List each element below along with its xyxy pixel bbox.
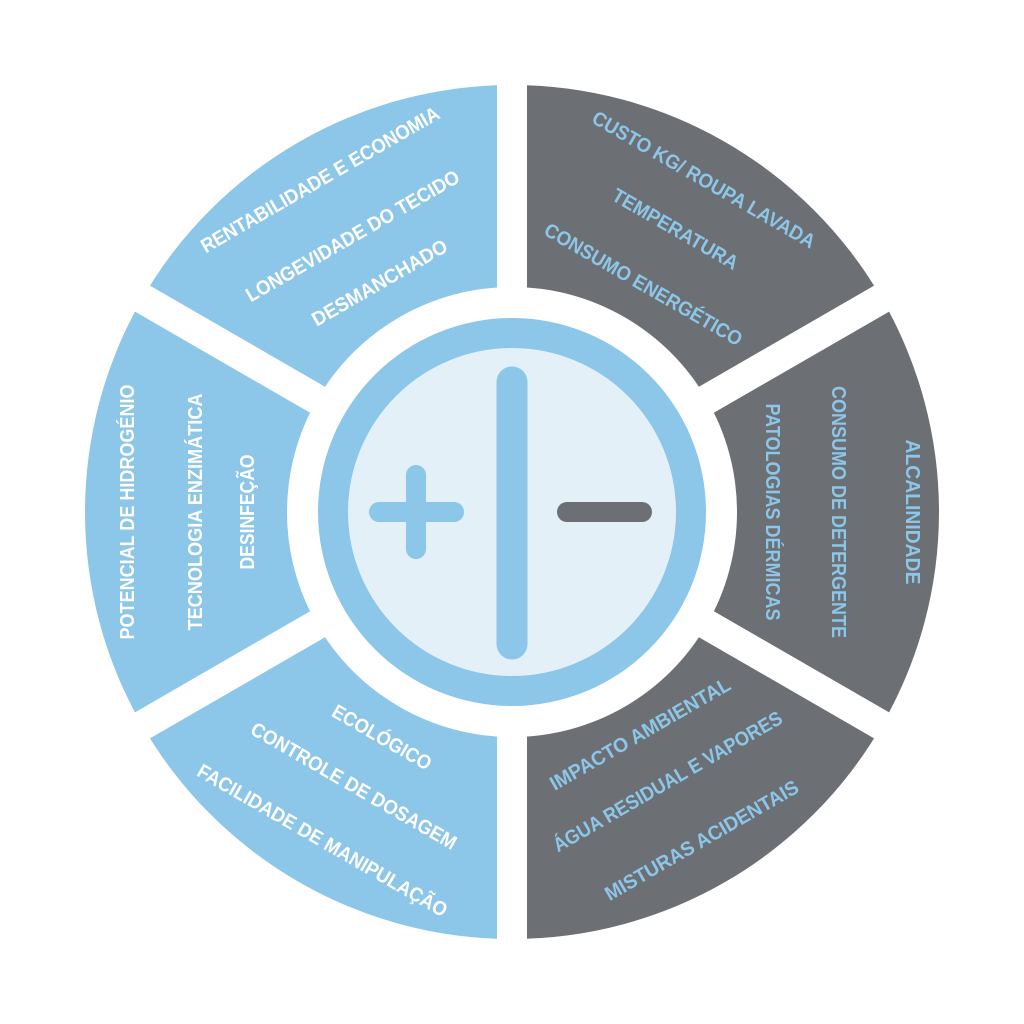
segment-bottom-left (142, 624, 512, 939)
segment-bottom-right (512, 624, 882, 939)
wheel-segments (84, 85, 939, 939)
label-desinfecao: DESINFEÇÃO (236, 455, 259, 570)
label-patologias: PATOLOGIAS DÉRMICAS (761, 404, 784, 621)
segment-top-right (512, 85, 882, 400)
segment-right (706, 298, 939, 726)
label-consumo-detergente: CONSUMO DE DETERGENTE (827, 386, 849, 638)
segment-right-labels: ALCALINIDADE CONSUMO DE DETERGENTE PATOL… (761, 386, 923, 638)
segment-left-labels: POTENCIAL DE HIDROGÉNIO TECNOLOGIA ENZIM… (116, 385, 259, 640)
plus-icon (369, 465, 464, 559)
segment-top-left (142, 85, 512, 400)
label-potencial: POTENCIAL DE HIDROGÉNIO (116, 385, 139, 640)
label-alcalinidade: ALCALINIDADE (901, 440, 923, 585)
segment-left (84, 298, 318, 726)
label-tecnologia: TECNOLOGIA ENZIMÁTICA (184, 394, 207, 631)
